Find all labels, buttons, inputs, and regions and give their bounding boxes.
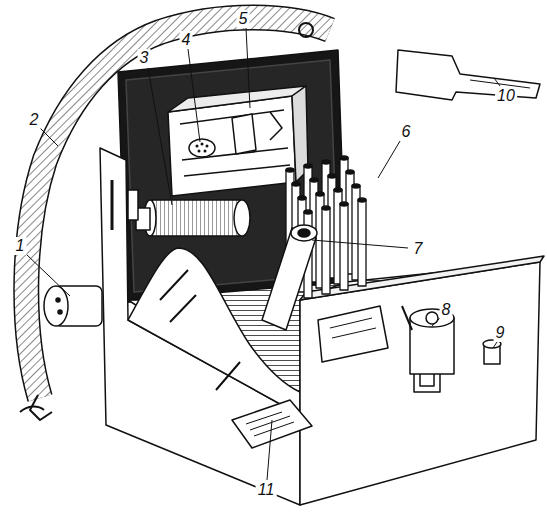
callout-number: 8 <box>440 301 453 319</box>
ampoule-tube <box>358 198 366 286</box>
callout-number: 1 <box>14 237 27 255</box>
callout-number: 2 <box>28 111 41 129</box>
callout-number: 3 <box>138 49 151 67</box>
ampoule-tube <box>340 202 348 290</box>
callout-number: 6 <box>400 123 413 141</box>
callout-number: 5 <box>237 10 250 28</box>
ampoule-tube <box>322 206 330 294</box>
callout-number: 4 <box>180 31 193 49</box>
callout-number: 11 <box>256 481 277 499</box>
callout-number: 7 <box>412 240 425 258</box>
callout-number: 9 <box>494 324 507 342</box>
callout-number: 10 <box>495 87 517 105</box>
